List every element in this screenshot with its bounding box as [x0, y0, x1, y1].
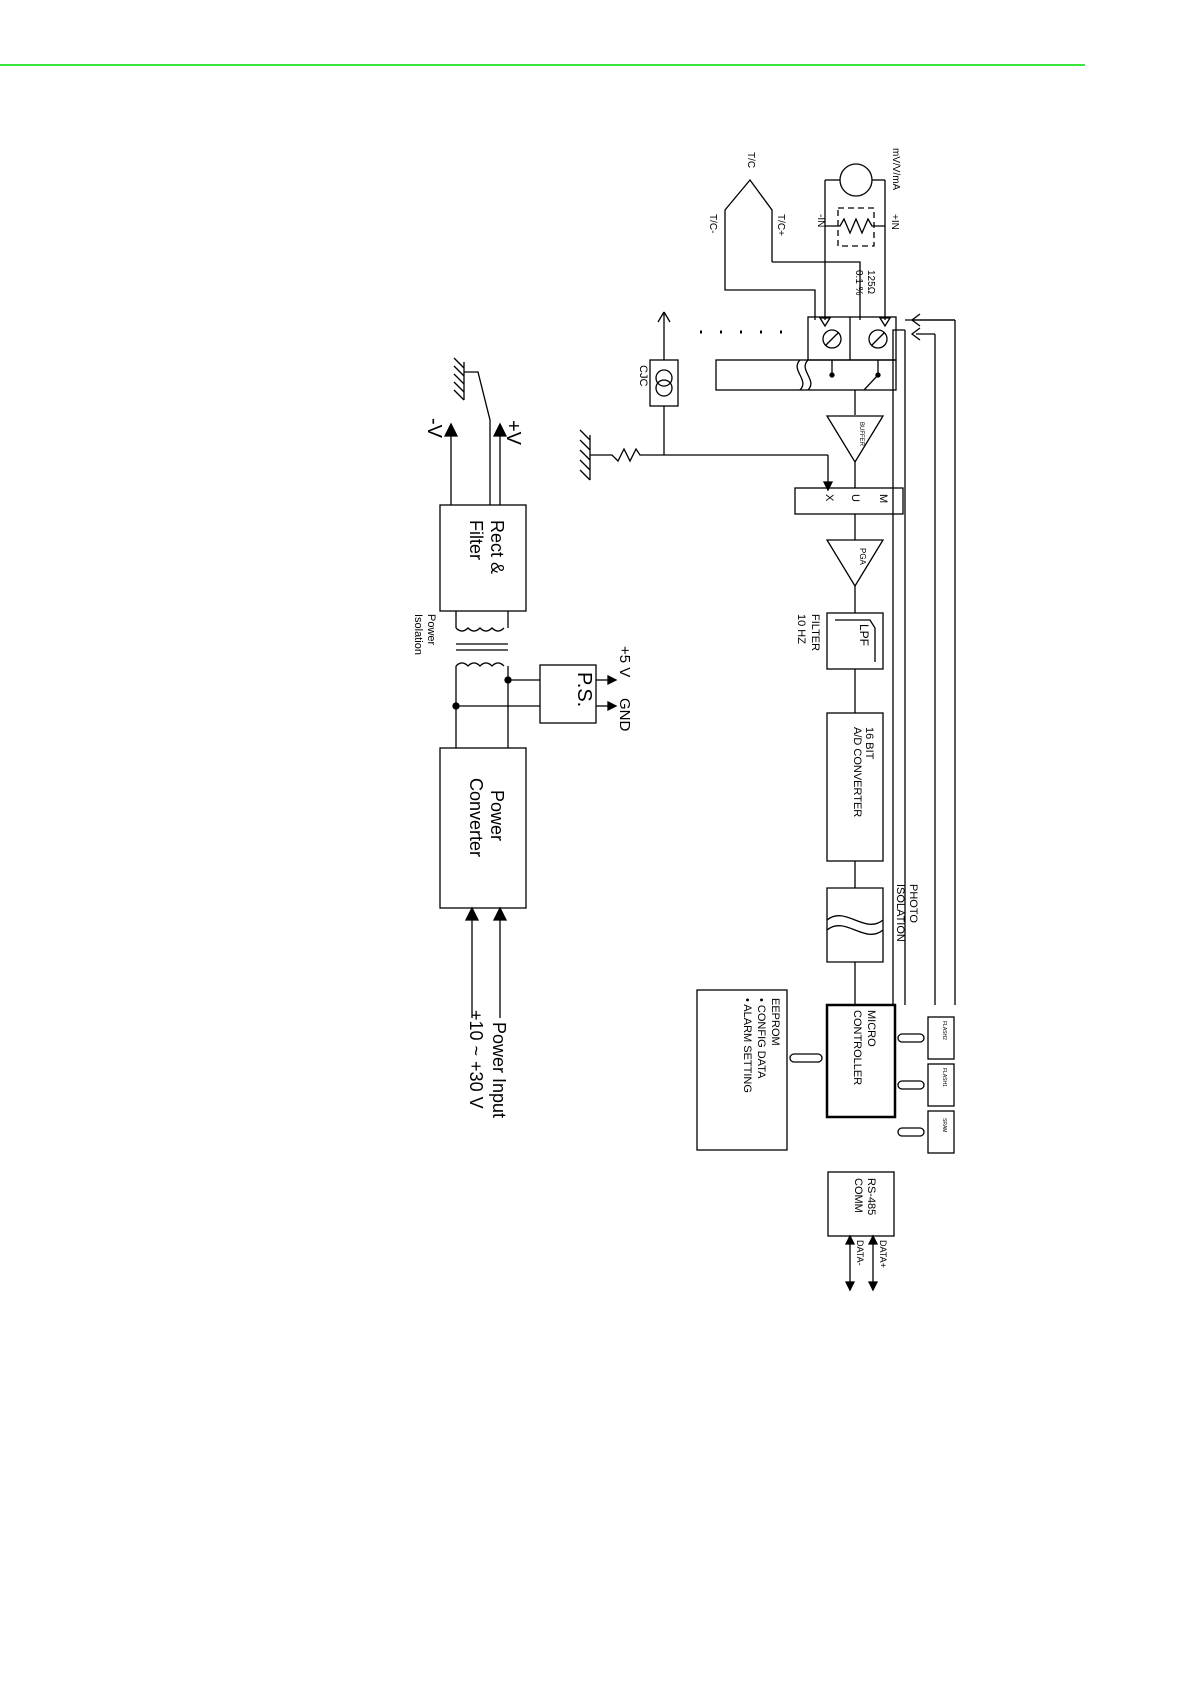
pga-amplifier — [825, 539, 885, 588]
cjc-label: CJC — [637, 365, 649, 386]
flash2-label: FLASH2 — [941, 1021, 947, 1040]
micro-line2: CONTROLLER — [851, 1010, 863, 1085]
sram-box — [927, 1110, 955, 1154]
flash2-box — [927, 1016, 955, 1060]
source-label: mV/V/mA — [890, 148, 901, 191]
power-converter-box — [439, 747, 527, 909]
rs485-line1: RS-485 — [865, 1178, 877, 1215]
photo-isolation — [826, 887, 884, 963]
tc-minus-label: T/C- — [707, 214, 718, 233]
channel-switch-box — [715, 359, 897, 391]
mux-m-label: M — [877, 494, 889, 503]
tc-top-label: T/C — [745, 152, 756, 168]
resistor-label: 125Ω — [865, 270, 876, 295]
rect-line2: Filter — [466, 520, 486, 560]
iso-line2: Isolation — [412, 614, 424, 655]
cjc-box — [649, 359, 679, 407]
data-plus-label: DATA+ — [878, 1240, 888, 1268]
in-plus-label: +IN — [889, 214, 900, 230]
sram-label: SRAM — [941, 1118, 947, 1132]
plus-v-label: +V — [502, 420, 524, 446]
power-in-line2: +10 ~ +30 V — [466, 1010, 486, 1109]
thermocouple — [724, 178, 816, 320]
conv-line1: Power — [487, 790, 507, 841]
micro-controller-box — [825, 1003, 897, 1119]
rs485-box — [827, 1171, 895, 1237]
conv-line2: Converter — [466, 778, 486, 857]
ps-box — [539, 664, 597, 724]
source-circle — [839, 163, 873, 197]
adc-line2: A/D CONVERTER — [851, 727, 863, 817]
filter-label: FILTER — [809, 614, 821, 651]
flash1-box — [927, 1063, 955, 1107]
rect-filter-box — [439, 504, 527, 612]
adc-line1: 16 BIT — [863, 727, 875, 760]
plus5v-label: +5 V — [616, 646, 633, 677]
micro-line1: MICRO — [865, 1010, 877, 1047]
eeprom-item2: • ALARM SETTING — [741, 998, 753, 1093]
gnd-label: GND — [616, 698, 633, 732]
eeprom-title: EEPROM — [769, 998, 781, 1046]
pga-label: PGA — [858, 548, 867, 566]
lpf-label: LPF — [857, 624, 871, 646]
isolation-transformer — [455, 627, 505, 632]
photo-line2: ISOLATION — [894, 884, 906, 942]
ps-label: P.S. — [573, 672, 595, 707]
buffer-amplifier — [825, 415, 885, 464]
iso-line1: Power — [425, 614, 437, 646]
photo-line1: PHOTO — [907, 884, 919, 923]
eeprom-box — [696, 989, 788, 1151]
rect-line1: Rect & — [487, 520, 507, 574]
mux-u-label: U — [849, 494, 861, 502]
filter-hz-label: 10 HZ — [795, 614, 807, 644]
minus-v-label: -V — [423, 418, 445, 439]
header-rule — [0, 64, 1085, 66]
buffer-label: BUFFER — [858, 422, 864, 447]
flash1-label: FLASH1 — [941, 1068, 947, 1087]
multiplexer-box — [794, 487, 904, 515]
tc-plus-label: T/C+ — [775, 214, 786, 236]
eeprom-item1: • CONFIG DATA — [755, 998, 767, 1079]
rs485-line2: COMM — [852, 1178, 864, 1213]
shunt-resistor — [825, 217, 885, 235]
power-in-line1: Power Input — [489, 1022, 509, 1118]
in-minus-label: -IN — [815, 214, 826, 227]
mux-x-label: X — [823, 494, 835, 502]
tolerance-label: 0.1 % — [853, 270, 864, 296]
data-minus-label: DATA- — [855, 1240, 865, 1266]
